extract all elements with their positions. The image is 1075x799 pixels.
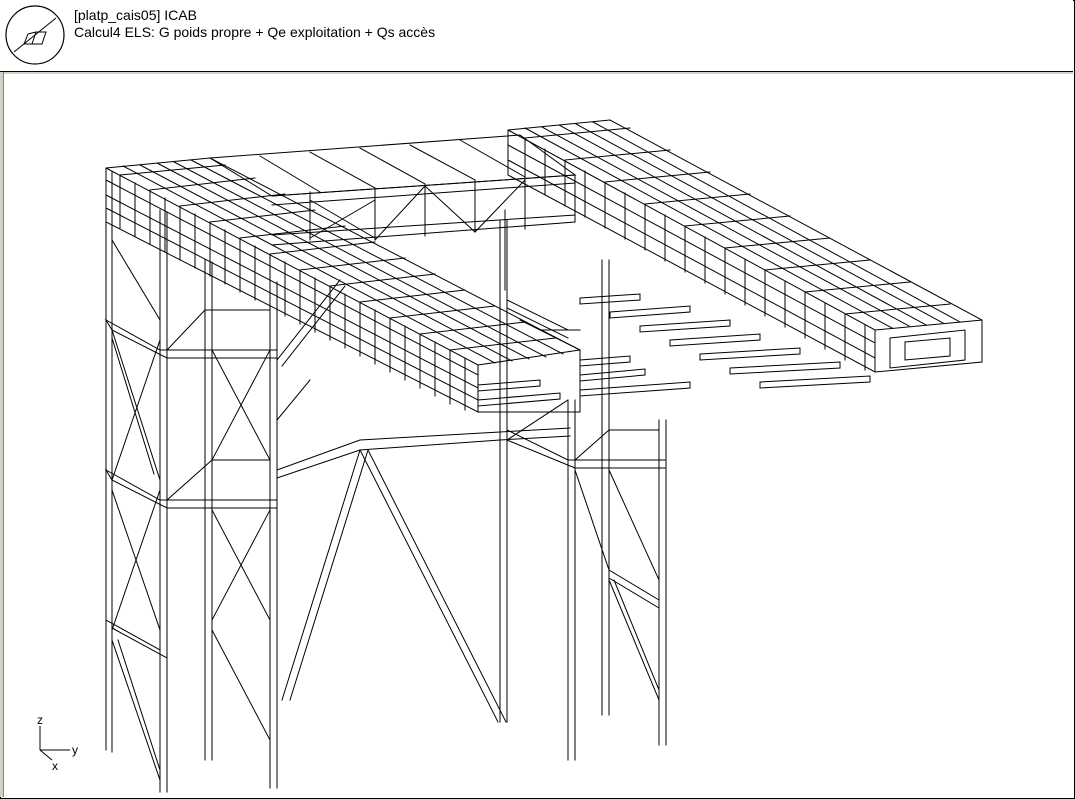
left-tower [104, 169, 278, 793]
z-axis-label: z [37, 713, 43, 727]
icab-logo-icon [5, 5, 65, 65]
y-axis-label: y [72, 743, 78, 757]
structure-drawing [104, 119, 983, 793]
header-separator [0, 72, 1073, 74]
load-case-subtitle: Calcul4 ELS: G poids propre + Qe exploit… [74, 24, 436, 40]
title-bar: [platp_cais05] ICAB Calcul4 ELS: G poids… [0, 0, 1073, 72]
x-axis-label: x [52, 759, 58, 772]
left-border [0, 72, 4, 797]
left-deck-girder [105, 157, 581, 413]
right-deck-girder [507, 119, 983, 373]
floor-brackets [477, 293, 871, 407]
model-viewport[interactable]: z y x [4, 74, 1073, 797]
axis-triad-icon: z y x [37, 713, 78, 772]
window-title: [platp_cais05] ICAB [74, 7, 197, 23]
top-truss [208, 134, 577, 291]
right-tower [499, 219, 667, 761]
